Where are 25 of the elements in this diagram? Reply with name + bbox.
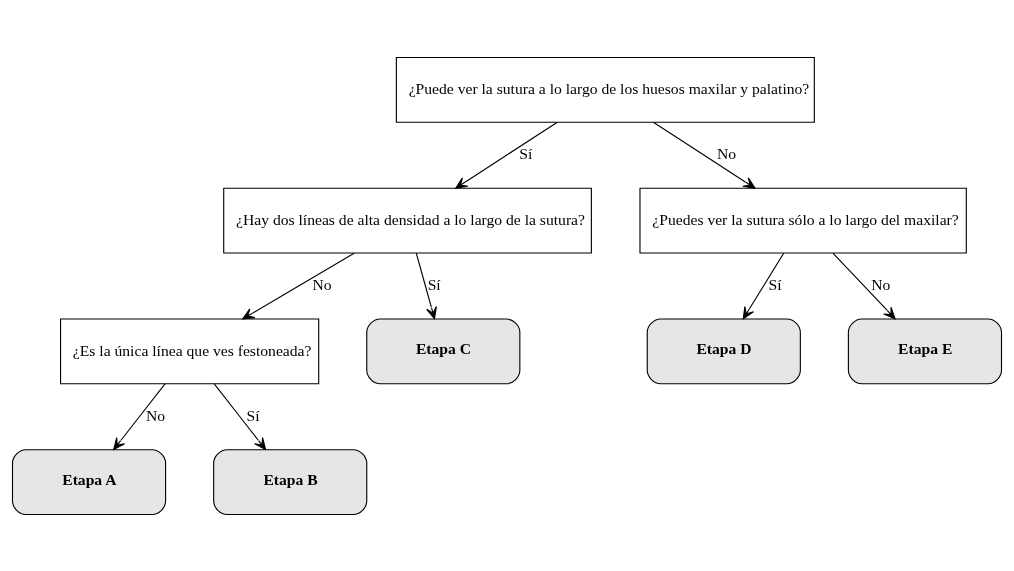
arrow	[113, 382, 166, 450]
node-box: Etapa A	[11, 448, 167, 515]
node-box: ¿Puede ver la sutura a lo largo de los huesos maxilar y palatino?	[395, 56, 815, 123]
arrow	[742, 252, 785, 319]
arrow	[653, 121, 756, 189]
edge-label: No	[312, 275, 332, 293]
edge-label: No	[146, 406, 166, 424]
node-box: ¿Es la única línea que ves festoneada?	[60, 317, 320, 384]
node-box: Etapa C	[366, 317, 521, 384]
arrow	[415, 252, 437, 319]
arrow	[832, 252, 896, 319]
node-box: ¿Puedes ver la sutura sólo a lo largo del maxilar?	[639, 187, 967, 254]
edge-label: Sí	[519, 144, 533, 162]
edge-label: No	[717, 144, 737, 162]
node-box: ¿Hay dos líneas de alta densidad a lo largo de la sutura?	[223, 187, 592, 254]
edge-label: Sí	[768, 275, 782, 293]
edge-label: Sí	[246, 406, 260, 424]
arrow	[213, 382, 267, 450]
edge-label: Sí	[427, 275, 441, 293]
node-box: Etapa B	[213, 448, 368, 515]
arrow	[455, 121, 558, 189]
node-box: Etapa E	[847, 317, 1003, 384]
edge-label: No	[871, 275, 891, 293]
node-box: Etapa D	[646, 317, 801, 384]
arrow	[242, 252, 355, 319]
